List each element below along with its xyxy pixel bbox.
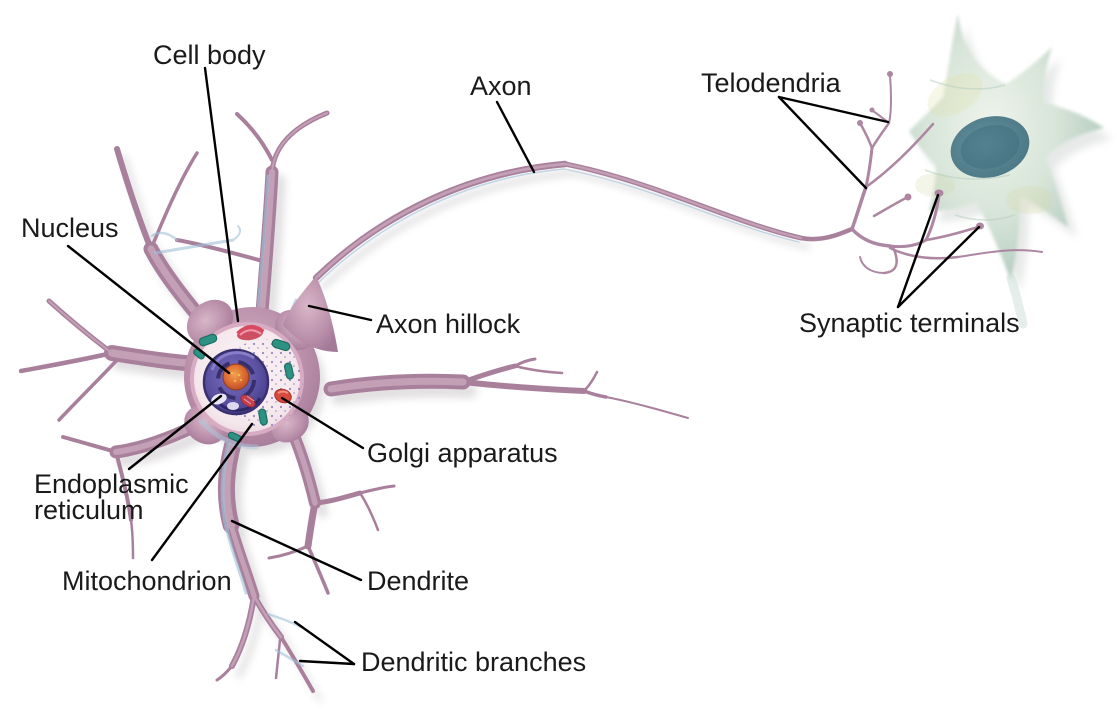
label-endoplasmic-reticulum: Endoplasmic reticulum: [34, 469, 189, 525]
axon-hillock-leader-line: [307, 304, 373, 322]
dendrite-highlights: [48, 112, 803, 668]
endoplasmic-reticulum-leader-line: [127, 394, 223, 471]
er-cisternae: [227, 402, 239, 410]
synaptic-terminal-knob: [934, 189, 944, 197]
target-cell-nucleus: [950, 116, 1030, 178]
label-axon-hillock: Axon hillock: [376, 309, 521, 339]
target-cell-tail: [1006, 273, 1028, 329]
label-nucleus: Nucleus: [21, 213, 119, 243]
nucleolus-speckles: [230, 371, 243, 383]
label-axon: Axon: [470, 71, 532, 101]
target-cell-texture: [924, 79, 1016, 221]
nucleolus: [222, 363, 250, 391]
label-dendritic-branches: Dendritic branches: [361, 647, 587, 677]
label-synaptic-terminals: Synaptic terminals: [799, 308, 1020, 338]
axon-hillock-shape: [283, 276, 338, 352]
golgi-vesicle: [274, 388, 292, 404]
leader-lines: [66, 66, 981, 666]
dendrite-leader-line: [230, 519, 363, 582]
mitochondria: [193, 333, 295, 443]
cell-body-leader-line: [203, 66, 240, 323]
dendrite-trunks: [18, 110, 855, 693]
label-dendrite: Dendrite: [367, 566, 470, 596]
dendritic-branches-leader-line: [293, 620, 356, 666]
red-organelle: [240, 394, 256, 408]
terminal-bulbs: [857, 71, 984, 230]
target-cell-tint: [915, 173, 955, 197]
label-cell-body: Cell body: [153, 40, 266, 70]
golgi-apparatus-organelle: [236, 325, 265, 341]
telodendria-leader-line: [777, 95, 868, 190]
target-cell-tint: [1006, 186, 1054, 214]
telodendria-leader-line: [777, 95, 890, 124]
mitochondrion-leader-line: [150, 422, 254, 562]
synaptic-terminals-leader-line: [896, 193, 940, 309]
telodendria-branches: [850, 71, 1043, 275]
dendrites-and-axon: [18, 110, 855, 693]
synaptic-terminals-leader-line: [896, 225, 981, 309]
golgi-apparatus-leader-line: [280, 396, 365, 450]
dendritic-branches-leader-line: [298, 659, 356, 666]
label-telodendria: Telodendria: [701, 68, 841, 98]
nucleus-leader-line: [66, 244, 231, 375]
target-cell-nucleus-core: [960, 125, 1020, 169]
axon-leader-line: [495, 100, 536, 174]
label-golgi-apparatus: Golgi apparatus: [367, 438, 558, 468]
label-mitochondrion: Mitochondrion: [62, 566, 232, 596]
target-cell: [909, 14, 1113, 329]
